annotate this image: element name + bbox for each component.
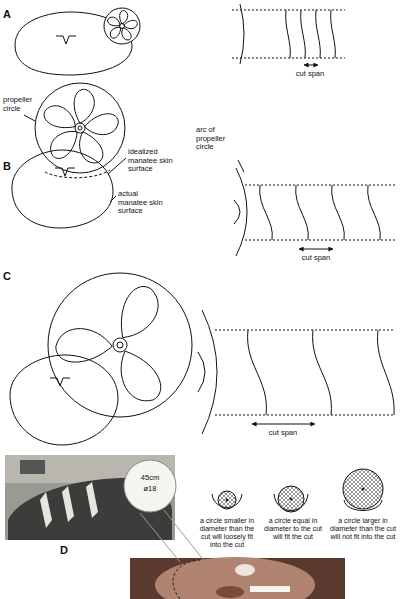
figure-shape: [250, 586, 290, 592]
figure-shape: [332, 185, 345, 240]
part-label: arc of propeller circle: [196, 126, 240, 152]
figure-shape: [278, 486, 304, 512]
figure-shape: [252, 424, 315, 425]
figure-shape: [234, 200, 240, 224]
figure-shape: [45, 170, 110, 178]
figure-shape: [343, 469, 383, 509]
figure-shape: [368, 185, 381, 240]
figure-shape: [53, 323, 114, 366]
figure-shape: [74, 89, 94, 123]
figure-shape: [104, 8, 140, 44]
dimension-label: cut span: [291, 254, 341, 263]
figure-shape: [56, 36, 76, 44]
figure-shape: [286, 10, 291, 58]
figure-shape: [378, 330, 395, 415]
part-label: idealized manatee skin surface: [128, 148, 178, 174]
figure-shape: [232, 10, 345, 11]
figure-shape: [155, 557, 315, 599]
figure-shape: [117, 342, 123, 348]
figure-shape: [301, 10, 306, 58]
figure-shape: [114, 282, 164, 346]
figure-shape: [62, 486, 74, 522]
figure-shape: [35, 83, 125, 173]
figure-shape: [299, 249, 333, 250]
figure-shape: [248, 330, 267, 415]
figure-shape: [120, 11, 128, 25]
figure-shape: [108, 158, 126, 174]
dimension-label: cut span: [258, 429, 308, 438]
note-text: a circle smaller in diameter than the cu…: [196, 517, 258, 549]
panel-letter: D: [60, 544, 74, 557]
figure-shape: [216, 586, 244, 598]
panel-b: [12, 83, 395, 256]
panel-c: [10, 273, 395, 445]
figure-shape: [296, 185, 309, 240]
figure-shape: [86, 482, 98, 518]
figure-shape: [260, 185, 273, 240]
fit-circles: [212, 469, 383, 512]
figure-shape: [218, 491, 236, 509]
figure-shape: [245, 185, 395, 186]
figure-shape: [226, 499, 228, 501]
dimension-label: cut span: [285, 70, 335, 79]
figure-shape: [113, 338, 127, 352]
panel-d-photos: [5, 455, 345, 599]
figure-shape: [235, 564, 255, 576]
figure-shape: [290, 498, 292, 500]
panel-letter: B: [3, 160, 17, 173]
figure-shape: [236, 168, 247, 256]
panel-letter: C: [3, 270, 17, 283]
figure-shape: [83, 110, 121, 140]
figure-shape: [313, 330, 332, 415]
figure-shape: [245, 240, 395, 241]
figure-shape: [124, 460, 176, 512]
figure-shape: [215, 330, 395, 331]
figure-shape: [232, 58, 345, 59]
figure-shape: [12, 150, 113, 228]
note-text: a circle equal in diameter to the cut wi…: [262, 517, 324, 541]
figure-shape: [78, 126, 82, 130]
panel-a: [15, 4, 345, 75]
figure-shape: [46, 123, 82, 162]
figure-shape: [107, 345, 168, 409]
figure-shape: [24, 115, 35, 121]
figure-shape: [107, 16, 122, 28]
figure-shape: [362, 488, 364, 490]
panel-letter: A: [3, 8, 17, 21]
figure-shape: [202, 310, 217, 434]
figure-shape: [304, 65, 318, 66]
part-label: actual manatee skin surface: [118, 190, 168, 216]
figure-shape: [40, 492, 52, 528]
figure-shape: [215, 415, 395, 416]
figure-shape: [316, 10, 321, 58]
figure-shape: [173, 560, 200, 599]
figure-shape: [240, 4, 244, 64]
part-label: propeller circle: [3, 96, 41, 113]
figure-shape: [108, 24, 122, 40]
photo-label: ø18: [130, 485, 170, 494]
photo-label: 45cm: [130, 474, 170, 483]
figure-shape: [140, 513, 180, 562]
figure-shape: [331, 10, 336, 58]
note-text: a circle larger in diameter than the cut…: [330, 517, 396, 541]
figure-shape: [164, 510, 205, 562]
figure-shape: [41, 102, 79, 132]
figure-shape: [20, 460, 45, 474]
figure-shape: [10, 355, 118, 445]
figure-shape: [48, 273, 192, 417]
figure-shape: [5, 455, 175, 540]
figure-shape: [198, 352, 205, 392]
figure-shape: [238, 160, 244, 172]
figure-shape: [110, 196, 116, 202]
